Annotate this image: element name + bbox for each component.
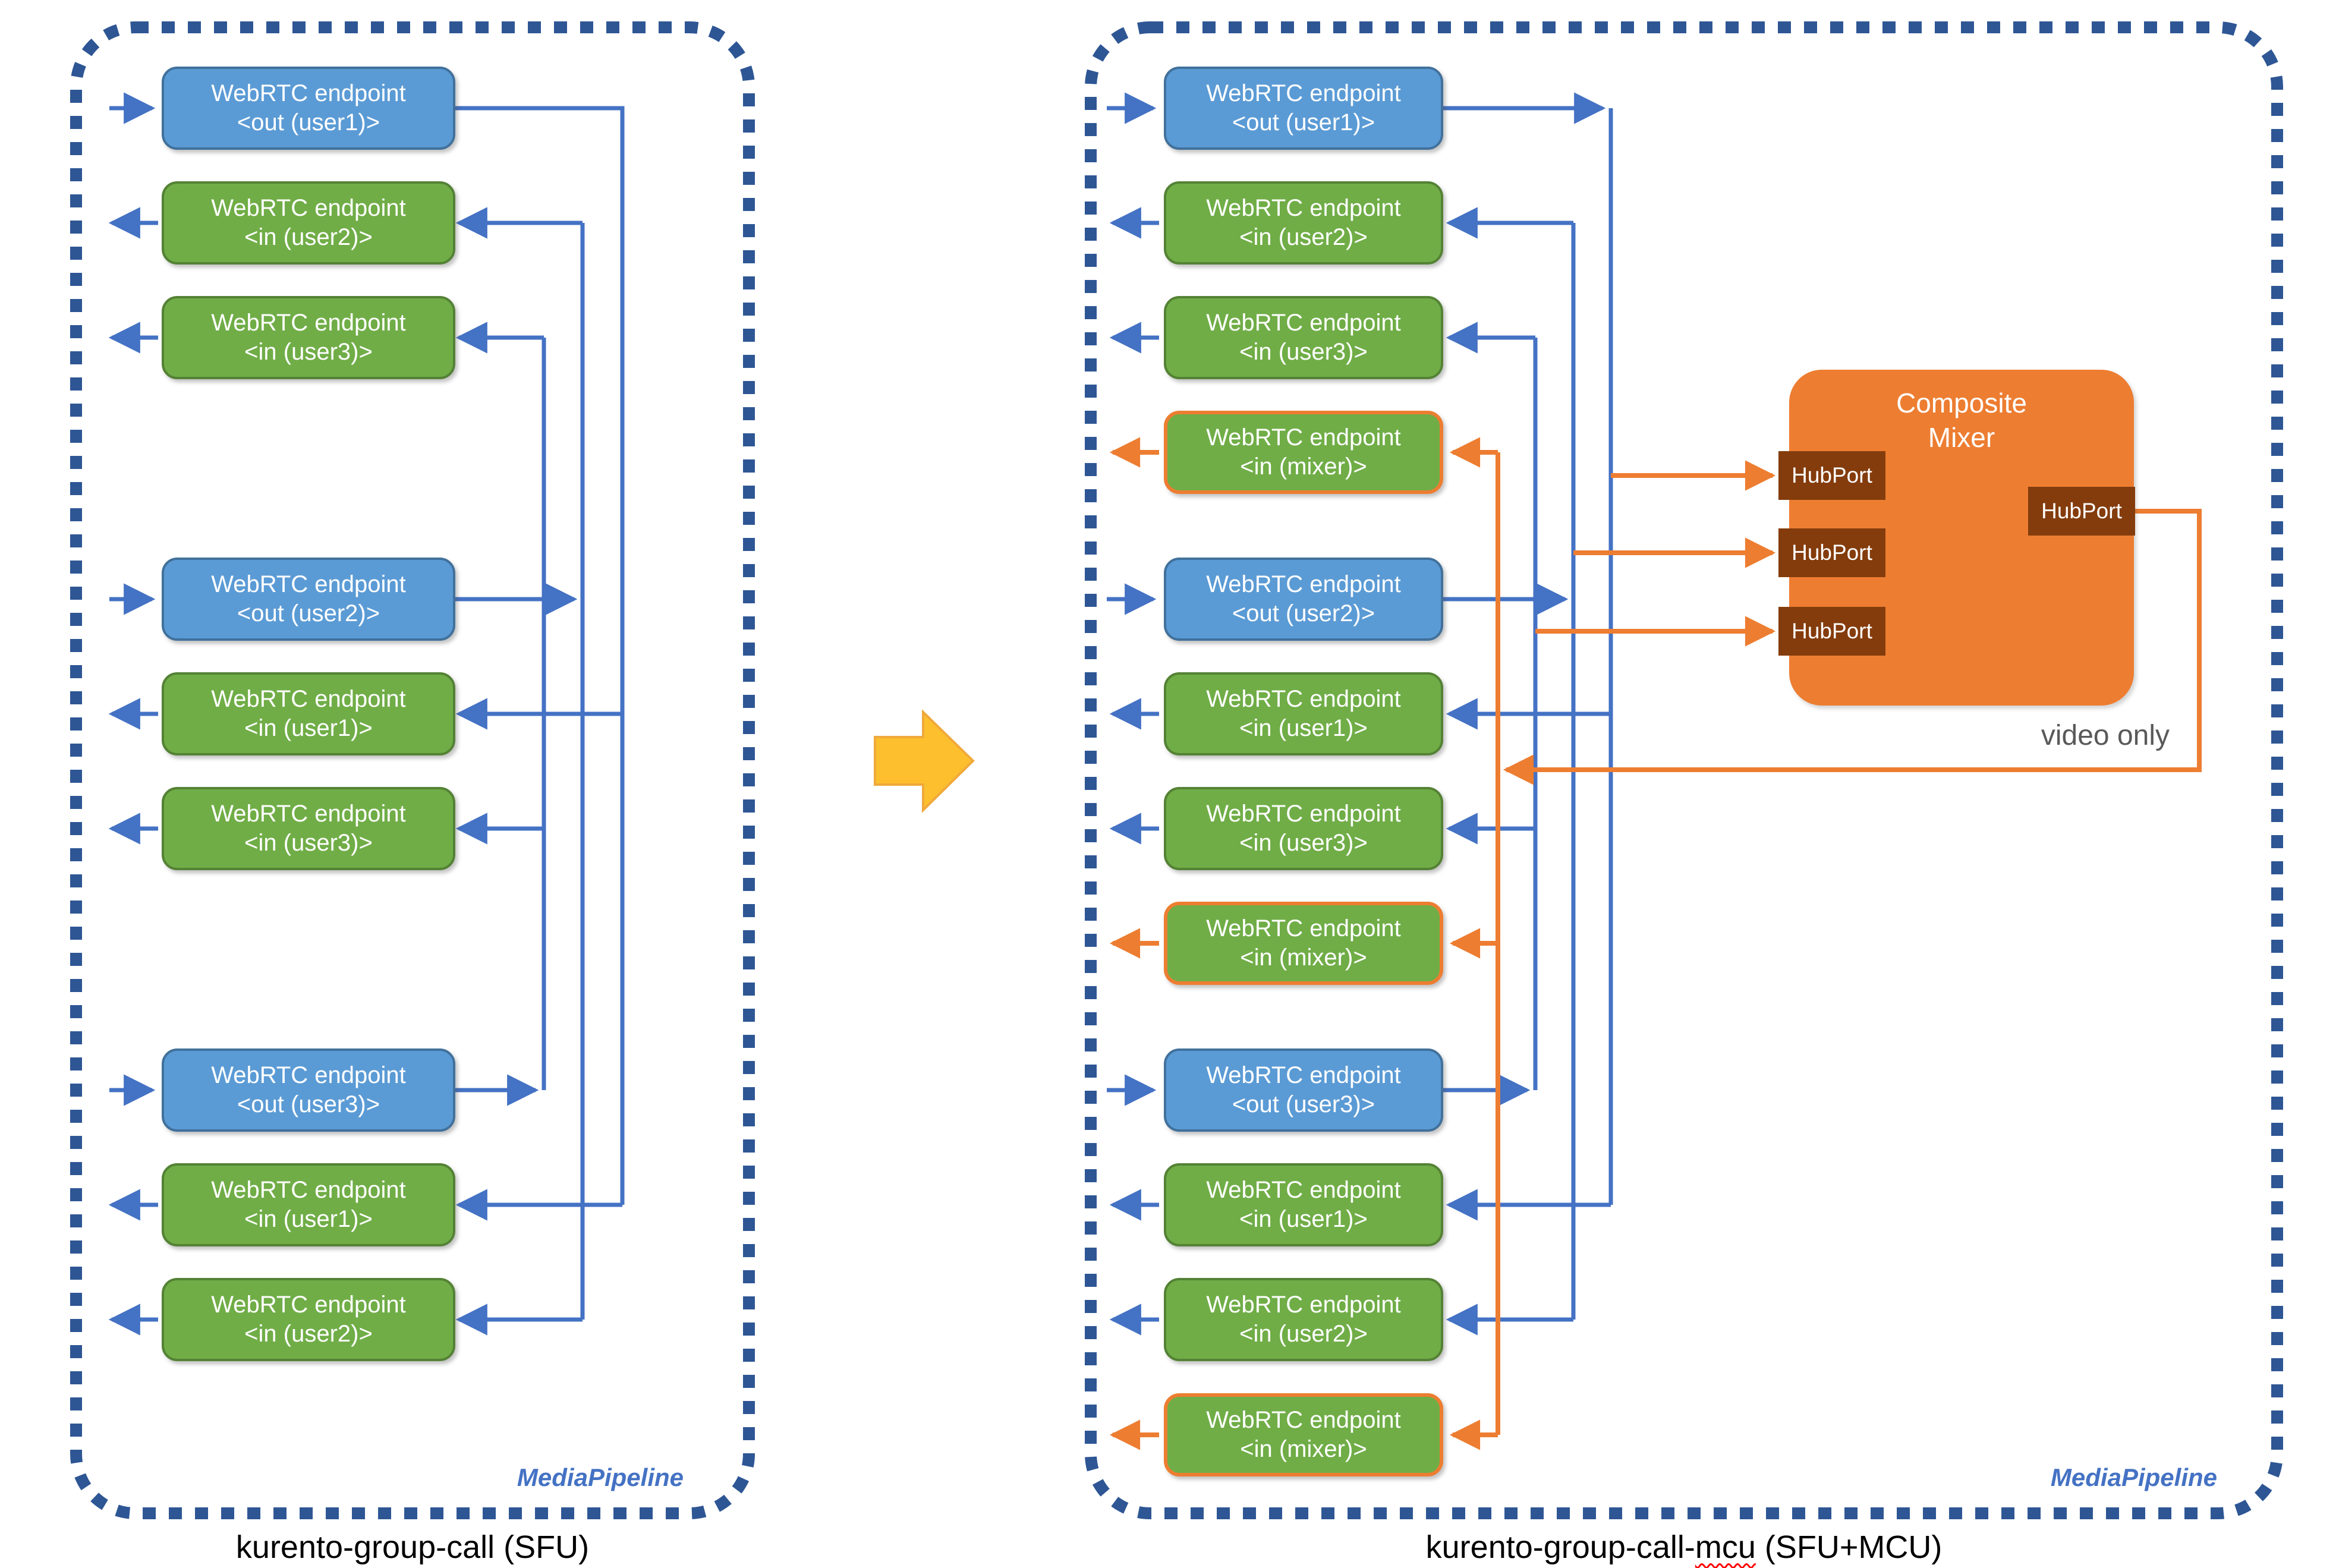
endpoint-label: <in (mixer)> xyxy=(1240,944,1367,971)
endpoint-label: <in (user3)> xyxy=(244,339,373,365)
endpoint-label: <in (user1)> xyxy=(244,1206,373,1232)
endpoint-label: WebRTC endpoint xyxy=(1206,801,1401,827)
endpoint-label: <out (user3)> xyxy=(1232,1091,1375,1117)
endpoint-label: <in (user2)> xyxy=(244,224,373,250)
endpoint-label: <out (user2)> xyxy=(1232,600,1375,626)
endpoint-label: WebRTC endpoint xyxy=(1206,1062,1401,1089)
endpoint-label: WebRTC endpoint xyxy=(1206,195,1401,222)
endpoint-label: WebRTC endpoint xyxy=(1206,686,1401,713)
endpoint-label: <in (user2)> xyxy=(244,1321,373,1347)
right-endpoint-1-out-user1: WebRTC endpoint<out (user1)> xyxy=(1164,67,1443,150)
hubport-in-1: HubPort xyxy=(1778,451,1885,500)
caption-misspelled-word: mcu xyxy=(1695,1529,1756,1565)
video-only-label: video only xyxy=(2041,720,2170,751)
endpoint-label: WebRTC endpoint xyxy=(1206,80,1401,107)
endpoint-label: WebRTC endpoint xyxy=(1206,915,1401,942)
right-endpoint-10-in-user1: WebRTC endpoint<in (user1)> xyxy=(1164,1163,1443,1246)
left-mediapipeline-watermark: MediaPipeline xyxy=(517,1463,684,1491)
left-endpoint-7-out-user3: WebRTC endpoint<out (user3)> xyxy=(162,1049,455,1132)
hubport-in-3: HubPort xyxy=(1778,607,1885,656)
hubport-in-2: HubPort xyxy=(1778,528,1885,577)
endpoint-label: WebRTC endpoint xyxy=(1206,571,1401,598)
left-endpoint-2-in-user2: WebRTC endpoint<in (user2)> xyxy=(162,181,455,265)
endpoint-label: <in (user3)> xyxy=(244,830,373,856)
hubport-video-return-line xyxy=(1503,509,2202,785)
left-endpoint-1-out-user1: WebRTC endpoint<out (user1)> xyxy=(162,67,455,150)
left-endpoint-3-in-user3: WebRTC endpoint <in (user3)> xyxy=(162,296,455,379)
endpoint-label: <in (user1)> xyxy=(244,715,373,741)
endpoint-label: WebRTC endpoint xyxy=(211,1177,406,1204)
endpoint-label: <in (user1)> xyxy=(1239,1206,1368,1232)
endpoint-label: WebRTC endpoint xyxy=(211,1292,406,1318)
endpoint-label: WebRTC endpoint xyxy=(211,801,406,827)
endpoint-label: <in (user3)> xyxy=(1239,830,1368,856)
endpoint-label: WebRTC endpoint xyxy=(1206,1177,1401,1204)
right-endpoint-2-in-user2: WebRTC endpoint<in (user2)> xyxy=(1164,181,1443,265)
right-endpoint-9-out-user3: WebRTC endpoint<out (user3)> xyxy=(1164,1049,1443,1132)
right-mediapipeline-watermark: MediaPipeline xyxy=(2050,1463,2217,1491)
right-pipeline-frame xyxy=(1085,21,2283,1519)
right-endpoint-5-out-user2: WebRTC endpoint<out (user2)> xyxy=(1164,558,1443,641)
endpoint-label: WebRTC endpoint xyxy=(1206,1292,1401,1318)
endpoint-label: <in (user1)> xyxy=(1239,715,1368,741)
right-pipeline-caption: kurento-group-call-mcu (SFU+MCU) xyxy=(1425,1529,1943,1565)
endpoint-label: WebRTC endpoint xyxy=(1206,424,1401,451)
left-user1-trunk xyxy=(455,106,625,1205)
left-pipeline-caption: kurento-group-call (SFU) xyxy=(235,1529,590,1565)
hubport-out: HubPort xyxy=(2028,487,2135,536)
endpoint-label: <out (user2)> xyxy=(237,600,380,626)
endpoint-label: <out (user1)> xyxy=(1232,109,1375,136)
left-pipeline-frame xyxy=(70,21,755,1519)
endpoint-label: <in (user3)> xyxy=(1239,339,1368,365)
right-endpoint-8-in-mixer: WebRTC endpoint<in (mixer)> xyxy=(1164,902,1443,985)
endpoint-label: <in (mixer)> xyxy=(1240,454,1367,480)
right-blue-connectors xyxy=(1107,92,1613,1336)
endpoint-label: WebRTC endpoint xyxy=(211,1062,406,1089)
left-connectors xyxy=(108,92,625,1336)
left-endpoint-5-in-user1: WebRTC endpoint<in (user1)> xyxy=(162,672,455,755)
endpoint-label: WebRTC endpoint xyxy=(1206,310,1401,336)
endpoint-label: WebRTC endpoint xyxy=(211,571,406,598)
right-endpoint-11-in-user2: WebRTC endpoint <in (user2)> xyxy=(1164,1278,1443,1361)
endpoint-label: WebRTC endpoint xyxy=(211,80,406,107)
right-endpoint-12-in-mixer: WebRTC endpoint<in (mixer)> xyxy=(1164,1393,1443,1476)
right-endpoint-3-in-user3: WebRTC endpoint <in (user3)> xyxy=(1164,296,1443,379)
left-endpoint-4-out-user2: WebRTC endpoint<out (user2)> xyxy=(162,558,455,641)
endpoint-label: <out (user1)> xyxy=(237,109,380,136)
endpoint-label: <out (user3)> xyxy=(237,1091,380,1117)
right-endpoint-7-in-user3: WebRTC endpoint <in (user3)> xyxy=(1164,787,1443,870)
transition-arrow xyxy=(874,709,975,813)
endpoint-label: <in (user2)> xyxy=(1239,1321,1368,1347)
left-endpoint-6-in-user3: WebRTC endpoint <in (user3)> xyxy=(162,787,455,870)
left-endpoint-8-in-user1: WebRTC endpoint<in (user1)> xyxy=(162,1163,455,1246)
endpoint-label: <in (mixer)> xyxy=(1240,1436,1367,1462)
right-orange-connectors xyxy=(1109,437,2202,1450)
composite-mixer-title: Composite Mixer xyxy=(1896,388,2027,453)
endpoint-label: WebRTC endpoint xyxy=(211,686,406,713)
endpoint-label: WebRTC endpoint xyxy=(1206,1407,1401,1434)
endpoint-label: WebRTC endpoint xyxy=(211,195,406,222)
right-endpoint-4-in-mixer: WebRTC endpoint <in (mixer)> xyxy=(1164,411,1443,494)
endpoint-label: WebRTC endpoint xyxy=(211,310,406,336)
endpoint-label: <in (user2)> xyxy=(1239,224,1368,250)
left-endpoint-9-in-user2: WebRTC endpoint <in (user2)> xyxy=(162,1278,455,1361)
right-endpoint-6-in-user1: WebRTC endpoint<in (user1)> xyxy=(1164,672,1443,755)
